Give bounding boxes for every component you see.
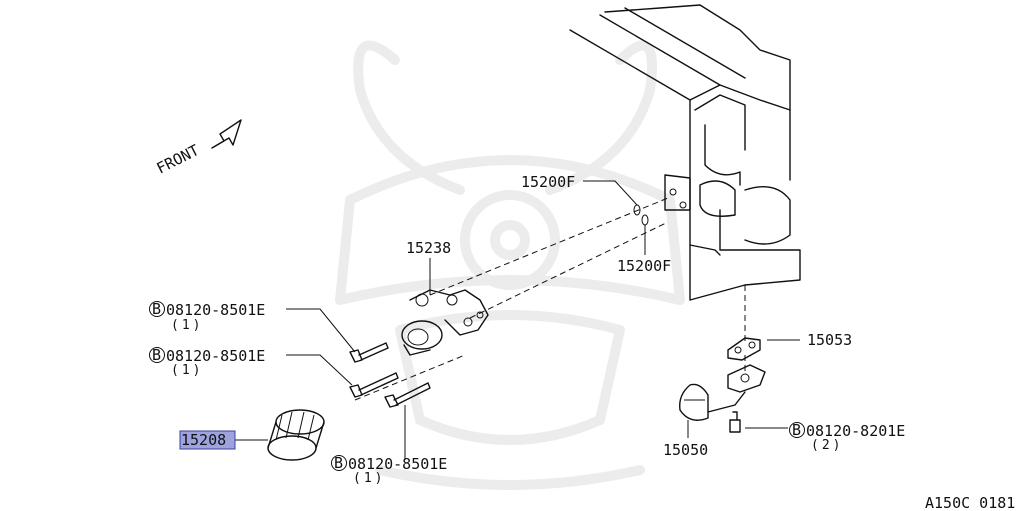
bolt-callout-2[interactable]: B 08120-8501E (1): [149, 346, 266, 378]
bolt-symbol-icon: B: [792, 421, 801, 439]
filter-bracket-drawing: [401, 289, 489, 356]
svg-text:(2): (2): [811, 438, 843, 453]
gasket-drawing: [727, 337, 761, 361]
svg-text:(1): (1): [171, 363, 203, 378]
front-indicator: FRONT: [154, 119, 242, 178]
leader-lines: [235, 180, 800, 460]
part-label-15200f-upper[interactable]: 15200F: [521, 173, 575, 191]
bolt-callout-4[interactable]: B 08120-8201E (2): [789, 421, 906, 453]
svg-text:08120-8501E: 08120-8501E: [166, 301, 265, 319]
oil-strainer-drawing: [679, 364, 766, 421]
svg-text:15050: 15050: [663, 441, 708, 459]
bolt-drawings: [349, 342, 741, 433]
part-label-15053[interactable]: 15053: [807, 331, 852, 349]
svg-text:(1): (1): [171, 318, 203, 333]
bolt-symbol-icon: B: [152, 346, 161, 364]
bolt-callout-3[interactable]: B 08120-8501E (1): [331, 454, 448, 486]
svg-text:15053: 15053: [807, 331, 852, 349]
oil-filter-drawing: [267, 409, 325, 461]
part-label-15208-highlighted[interactable]: 15208: [179, 430, 236, 450]
svg-text:15238: 15238: [406, 239, 451, 257]
o-rings: [633, 204, 649, 226]
figure-code: A150C 0181: [925, 494, 1015, 511]
svg-text:08120-8501E: 08120-8501E: [166, 347, 265, 365]
svg-text:15200F: 15200F: [617, 257, 671, 275]
bolt-callout-1[interactable]: B 08120-8501E (1): [149, 300, 266, 333]
bolt-symbol-icon: B: [334, 454, 343, 472]
part-label-15238[interactable]: 15238: [406, 239, 451, 257]
part-label-15050[interactable]: 15050: [663, 441, 708, 459]
watermark-emblem: [335, 40, 685, 490]
svg-text:15208: 15208: [181, 431, 226, 449]
front-arrow-icon: [211, 119, 242, 149]
svg-text:(1): (1): [353, 471, 385, 486]
svg-text:08120-8501E: 08120-8501E: [348, 455, 447, 473]
part-label-15200f-lower[interactable]: 15200F: [617, 257, 671, 275]
svg-text:15200F: 15200F: [521, 173, 575, 191]
svg-text:08120-8201E: 08120-8201E: [806, 422, 905, 440]
engine-block-drawing: [569, 4, 801, 301]
front-label: FRONT: [154, 141, 202, 178]
bolt-symbol-icon: B: [152, 300, 161, 318]
